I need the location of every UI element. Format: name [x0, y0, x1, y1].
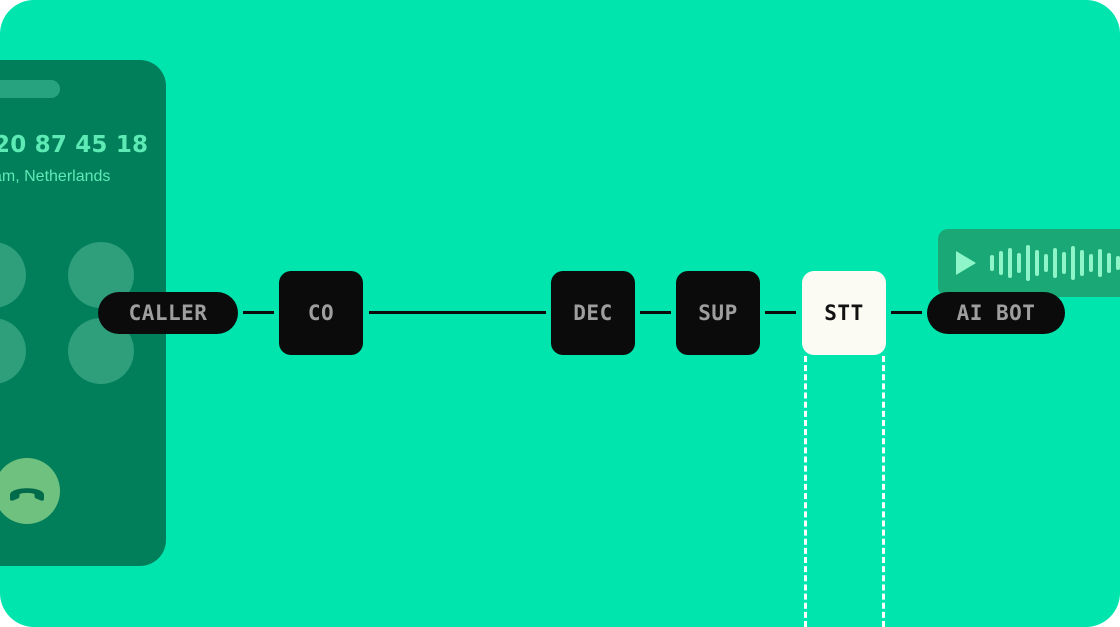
waveform-bar — [999, 251, 1003, 275]
phone-number: 20 87 45 18 — [0, 132, 149, 158]
waveform-bar — [1017, 253, 1021, 273]
waveform-bar — [1116, 256, 1120, 270]
caller-node[interactable]: CALLER — [98, 292, 238, 334]
waveform-bar — [1098, 249, 1102, 277]
waveform-bar — [1044, 254, 1048, 272]
connector-line — [369, 311, 546, 314]
phone-location: am, Netherlands — [0, 168, 111, 185]
dashed-connector — [882, 356, 885, 627]
connector-line — [640, 311, 671, 314]
end-call-button[interactable] — [0, 458, 60, 524]
waveform-bar — [1080, 250, 1084, 276]
waveform-bar — [1107, 253, 1111, 273]
waveform-bar — [1008, 248, 1012, 278]
connector-line — [243, 311, 274, 314]
connector-line — [891, 311, 922, 314]
waveform-bar — [1053, 248, 1057, 278]
keypad-button[interactable] — [0, 242, 26, 308]
waveform-bar — [990, 255, 994, 271]
sup-node[interactable]: SUP — [676, 271, 760, 355]
keypad-button[interactable] — [0, 318, 26, 384]
waveform-bar — [1089, 254, 1093, 272]
phone-hangup-icon — [10, 488, 44, 501]
play-icon[interactable] — [956, 251, 976, 275]
co-node[interactable]: CO — [279, 271, 363, 355]
waveform-icon — [990, 245, 1120, 281]
dec-node[interactable]: DEC — [551, 271, 635, 355]
waveform-bar — [1026, 245, 1030, 281]
waveform-bar — [1035, 250, 1039, 276]
waveform-bar — [1062, 252, 1066, 274]
audio-message-card[interactable] — [938, 229, 1120, 297]
ai-bot-node[interactable]: AI BOT — [927, 292, 1065, 334]
connector-line — [765, 311, 796, 314]
waveform-bar — [1071, 246, 1075, 280]
phone-status-bar — [0, 80, 60, 98]
stt-node[interactable]: STT — [802, 271, 886, 355]
dashed-connector — [804, 356, 807, 627]
